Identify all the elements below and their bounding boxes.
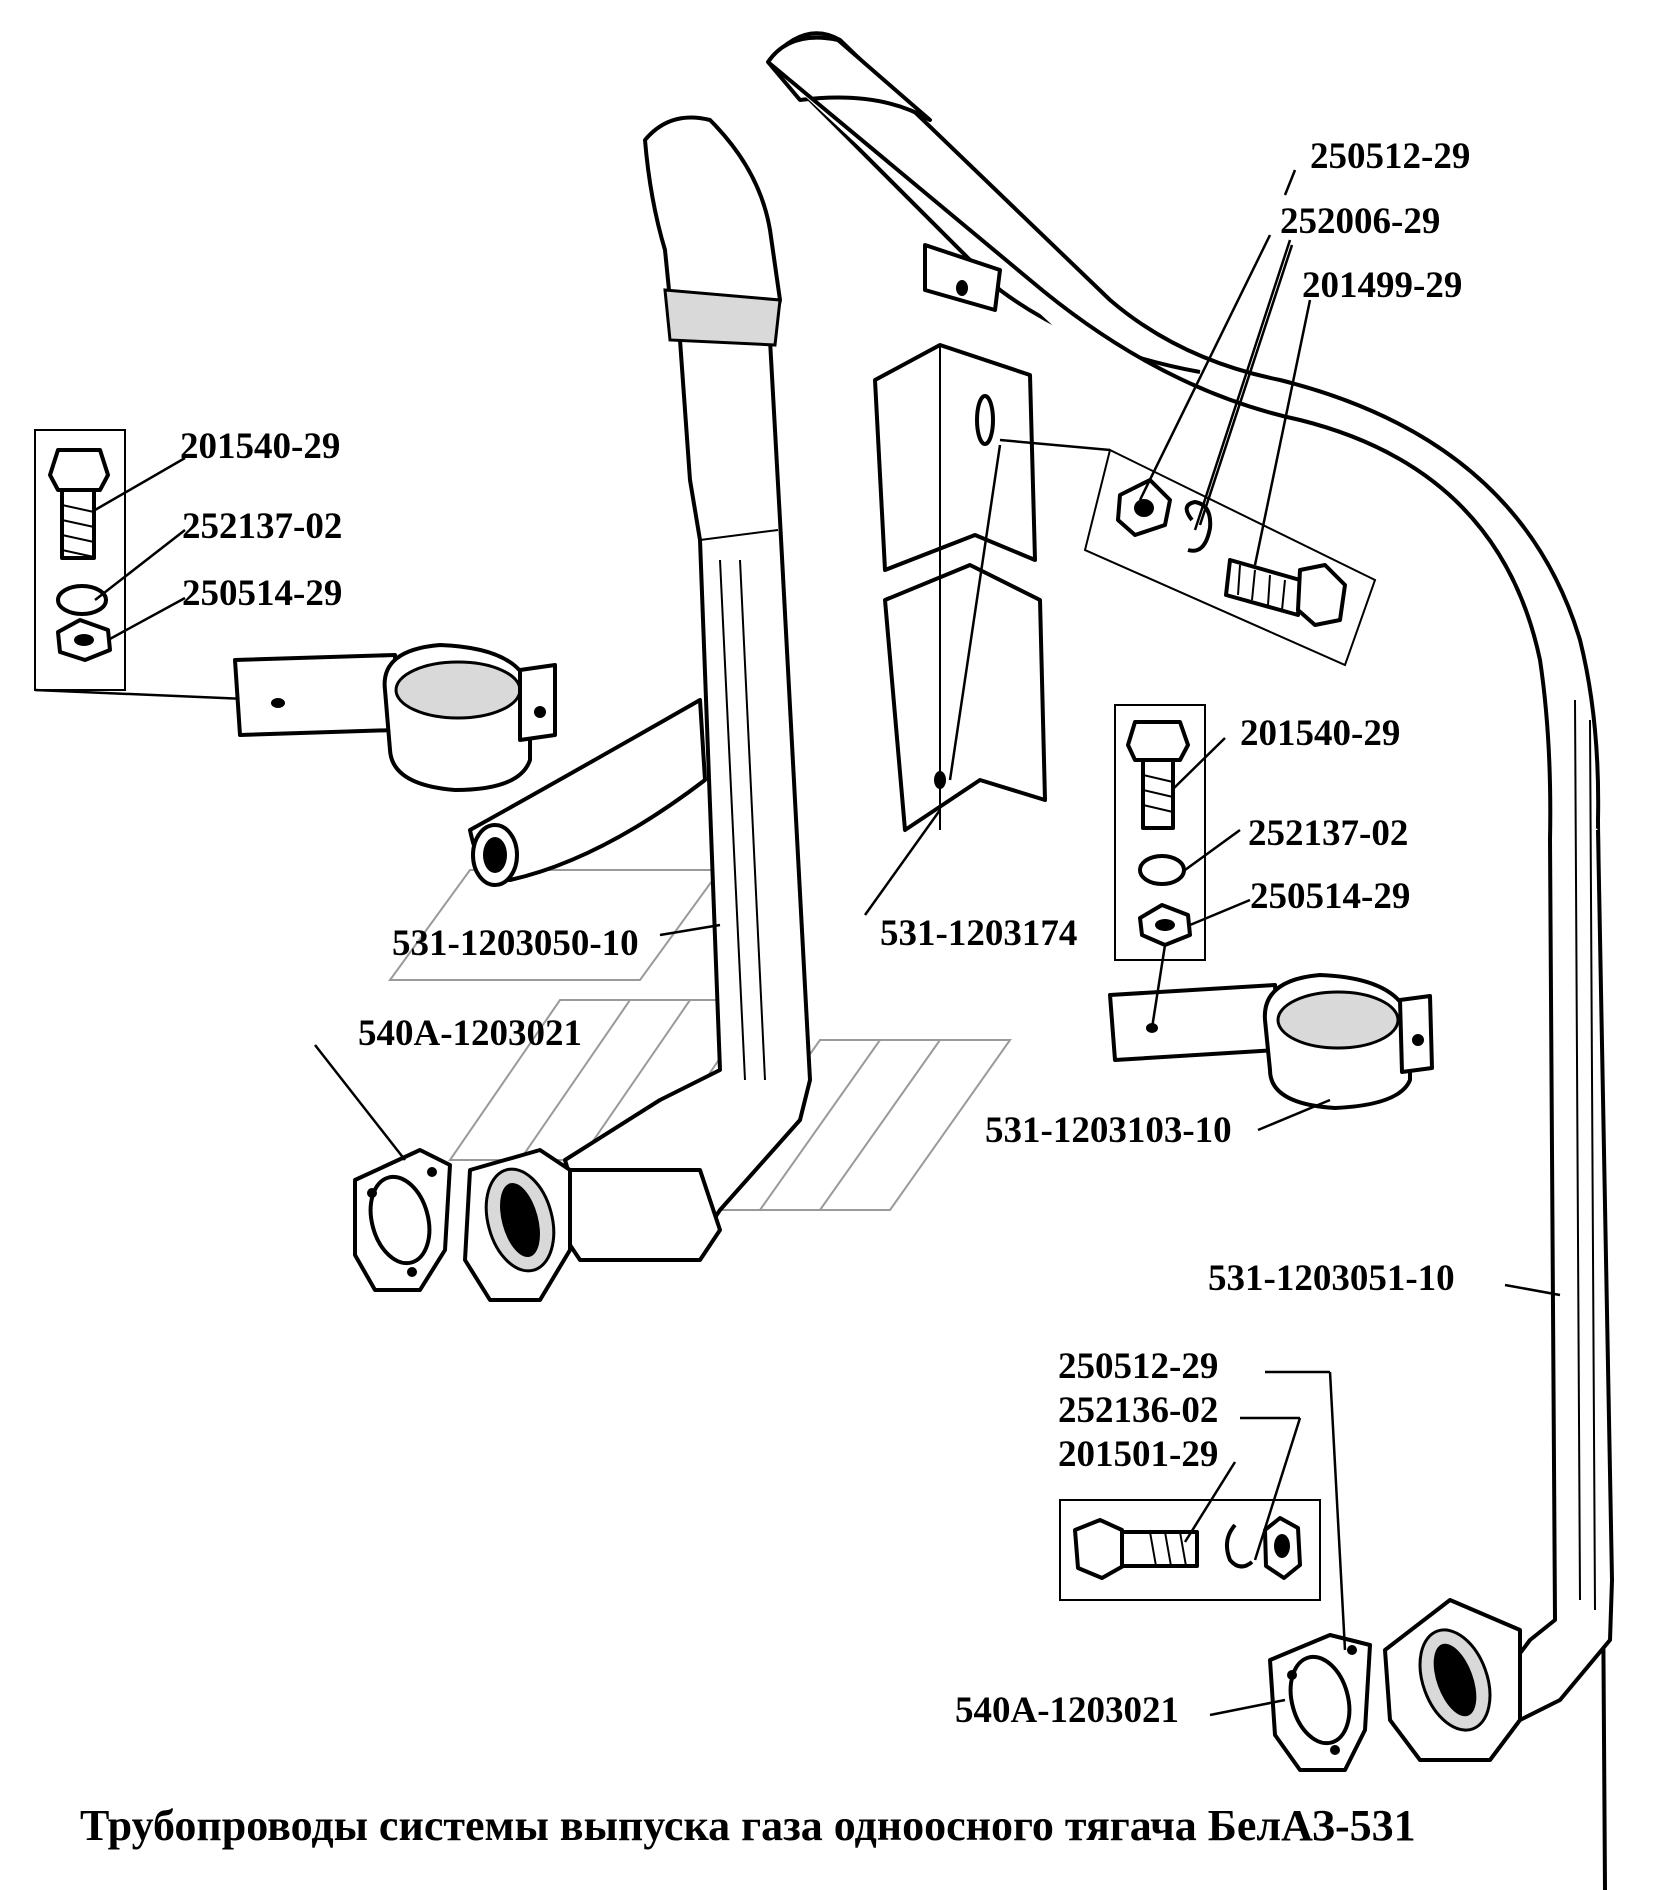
right-exhaust-pipe: [766, 31, 1614, 1890]
heat-shield: [873, 343, 1047, 832]
leader-lines: [94, 169, 1561, 1717]
label-left-bolt: 201540-29: [180, 426, 340, 467]
part-labels: 250512-29 252006-29 201499-29 201540-29 …: [180, 136, 1470, 1731]
label-left-gasket: 540А-1203021: [358, 1013, 582, 1054]
left-fastener-kit: [34, 429, 557, 792]
label-mid-clamp: 531-1203103-10: [985, 1110, 1232, 1151]
label-shield: 531-1203174: [880, 913, 1077, 954]
left-exhaust-pipe: [463, 115, 812, 1302]
label-right-pipe: 531-1203051-10: [1208, 1258, 1455, 1299]
label-mid-bolt: 201540-29: [1240, 713, 1400, 754]
middle-fastener-kit: [1108, 704, 1434, 1110]
bottom-gasket: [1268, 1633, 1372, 1772]
label-bottom-bolt: 201501-29: [1058, 1434, 1218, 1475]
figure-caption: Трубопроводы системы выпуска газа одноос…: [80, 1801, 1416, 1850]
label-left-nut: 250514-29: [182, 573, 342, 614]
label-top-washer: 252006-29: [1280, 201, 1440, 242]
label-bottom-washer: 252136-02: [1058, 1390, 1218, 1431]
bottom-fastener-kit: [1059, 1499, 1321, 1601]
label-top-bolt: 201499-29: [1302, 265, 1462, 306]
label-bottom-nut: 250512-29: [1058, 1346, 1218, 1387]
label-left-washer: 252137-02: [182, 506, 342, 547]
label-bottom-gasket: 540А-1203021: [955, 1690, 1179, 1731]
label-mid-washer: 252137-02: [1248, 813, 1408, 854]
left-gasket: [353, 1148, 452, 1292]
label-left-pipe: 531-1203050-10: [392, 923, 639, 964]
label-mid-nut: 250514-29: [1250, 876, 1410, 917]
label-top-nut: 250512-29: [1310, 136, 1470, 177]
